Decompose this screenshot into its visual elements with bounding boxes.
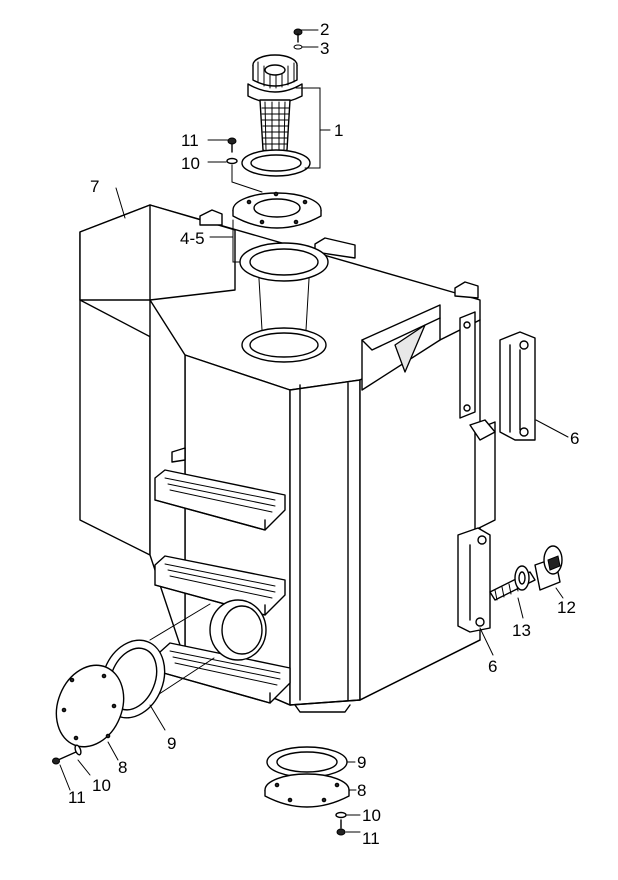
drain-plug bbox=[489, 545, 563, 601]
callout-labels: 2 3 1 11 10 7 4-5 6 6 12 13 9 8 10 11 9 … bbox=[68, 20, 579, 848]
leader-lines bbox=[59, 29, 569, 833]
level-gauge-rail bbox=[459, 311, 496, 531]
callout-4-5: 4-5 bbox=[180, 229, 205, 248]
bottom-cover-plate bbox=[264, 773, 350, 808]
filler-gasket bbox=[241, 149, 311, 177]
vent-bracket bbox=[361, 304, 441, 391]
callout-1: 1 bbox=[334, 121, 343, 140]
tank-filler-opening bbox=[241, 261, 327, 363]
callout-2: 2 bbox=[320, 20, 329, 39]
level-gauge-lower bbox=[457, 527, 491, 633]
callout-10-upper: 10 bbox=[181, 154, 200, 173]
step-middle bbox=[154, 555, 286, 616]
callout-8-side: 8 bbox=[118, 758, 127, 777]
callout-10-bottom: 10 bbox=[362, 806, 381, 825]
level-gauge-upper bbox=[499, 331, 536, 441]
filler-flange-gasket bbox=[239, 242, 329, 282]
bottom-cover-bolt bbox=[335, 811, 347, 836]
callout-6-lower: 6 bbox=[488, 657, 497, 676]
callout-13: 13 bbox=[512, 621, 531, 640]
callout-9-side: 9 bbox=[167, 734, 176, 753]
side-cover-bolt bbox=[52, 744, 82, 765]
filler-flange-plate bbox=[232, 191, 322, 229]
step-upper bbox=[154, 469, 286, 531]
side-outlet-opening bbox=[149, 599, 267, 701]
callout-11-bottom: 11 bbox=[362, 829, 380, 848]
filler-cap bbox=[247, 54, 303, 104]
callout-9-bottom: 9 bbox=[357, 753, 366, 772]
callout-6-upper: 6 bbox=[570, 429, 579, 448]
filler-strainer bbox=[259, 99, 291, 154]
callout-8-bottom: 8 bbox=[357, 781, 366, 800]
flange-bolt-upper bbox=[226, 137, 238, 165]
callout-12: 12 bbox=[557, 598, 576, 617]
side-cover-plate bbox=[55, 664, 125, 748]
callout-3: 3 bbox=[320, 39, 329, 58]
callout-7: 7 bbox=[90, 177, 99, 196]
cap-screw bbox=[293, 28, 303, 50]
callout-10-side: 10 bbox=[92, 776, 111, 795]
mounting-brackets bbox=[199, 209, 479, 299]
drain-pipe bbox=[171, 447, 186, 463]
bottom-cover-gasket bbox=[266, 746, 348, 778]
callout-11-upper: 11 bbox=[181, 131, 199, 150]
callout-11-side: 11 bbox=[68, 788, 86, 807]
